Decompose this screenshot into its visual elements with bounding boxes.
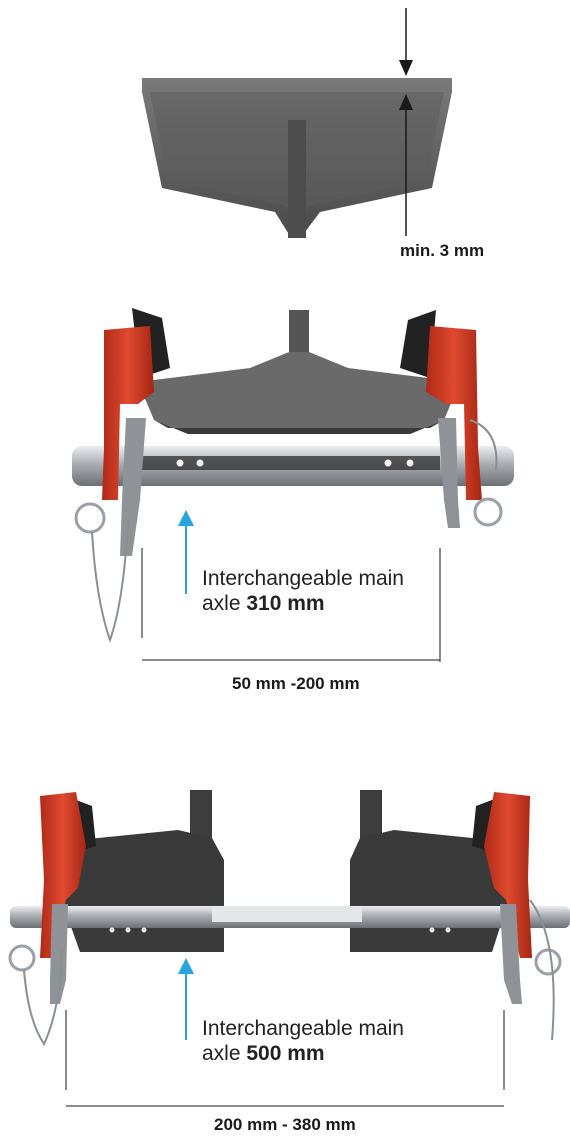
- axle-hole: [125, 927, 131, 933]
- right-clamp-plate: [438, 418, 460, 528]
- right-ring-pin: [473, 497, 503, 527]
- long-axle-text: Interchangeable main: [202, 1017, 404, 1040]
- flange-thickness-label: min. 3 mm: [400, 241, 485, 260]
- right-clamp-plate-long: [500, 904, 522, 1004]
- long-axle-range-label: 200 mm - 380 mm: [214, 1115, 356, 1134]
- long-axle-length: 500 mm: [246, 1042, 325, 1065]
- left-clamp-body-long: [40, 792, 86, 958]
- short-axle-diagram: [72, 308, 514, 662]
- beam-web: [288, 120, 306, 238]
- thickness-arrow-top-head: [399, 60, 413, 76]
- axle-hole: [445, 927, 451, 933]
- left-ring-pin: [74, 502, 106, 534]
- long-axle-callout: Interchangeable main axle 500 mm: [202, 1016, 404, 1066]
- long-axle-diagram: [8, 790, 570, 1107]
- axle-shaft-mid: [212, 908, 362, 922]
- short-axle-text: Interchangeable main: [202, 567, 404, 590]
- right-clamp-body: [426, 326, 482, 500]
- axle-hole: [384, 459, 392, 467]
- flange-diagram: [142, 8, 452, 238]
- right-safety-cable: [469, 419, 498, 471]
- beam-flange-short: [138, 352, 460, 434]
- right-clamp-body-long: [484, 792, 532, 958]
- left-safety-cable: [91, 519, 129, 644]
- axle-hole: [109, 927, 115, 933]
- thickness-arrow-bottom-head: [399, 94, 413, 110]
- axle-hole: [176, 459, 184, 467]
- axle-hole: [196, 459, 204, 467]
- left-clamp-plate-long: [50, 904, 68, 1004]
- left-ring-pin-long: [8, 944, 36, 972]
- left-clamp-body: [102, 326, 154, 500]
- right-safety-cable-long: [529, 899, 555, 1041]
- short-axle-length: 310 mm: [246, 592, 325, 615]
- beam-flange-short-shadow: [154, 420, 444, 434]
- short-axle-callout: Interchangeable main axle 310 mm: [202, 566, 404, 616]
- axle-band: [140, 456, 440, 470]
- left-clamp-plate: [120, 418, 146, 556]
- axle-hole: [429, 927, 435, 933]
- short-axle-range-label: 50 mm -200 mm: [232, 674, 360, 693]
- right-ring-pin-long: [534, 948, 562, 976]
- axle-hole: [406, 459, 414, 467]
- short-axle-prefix: axle: [202, 592, 241, 615]
- axle-hole: [141, 927, 147, 933]
- left-safety-cable-long: [23, 949, 63, 1047]
- long-axle-prefix: axle: [202, 1042, 241, 1065]
- right-clamp-knob: [400, 310, 436, 378]
